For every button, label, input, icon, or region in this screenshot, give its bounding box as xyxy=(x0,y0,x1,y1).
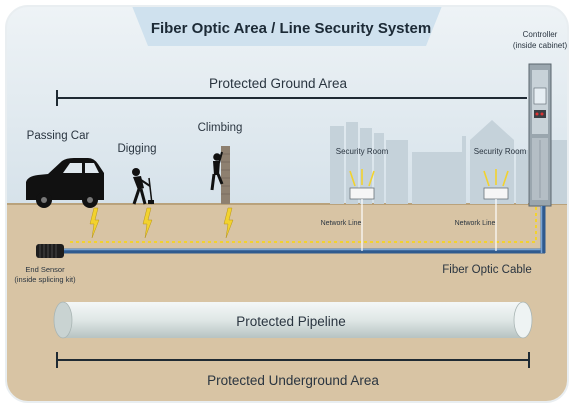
threat-label-digging: Digging xyxy=(118,143,157,155)
digging-person-silhouette xyxy=(132,168,154,205)
network-line-1-label: Network Line xyxy=(321,220,362,227)
car-silhouette xyxy=(26,158,104,208)
end-sensor-sublabel: (inside splicing kit) xyxy=(14,275,76,284)
threat-label-passing-car: Passing Car xyxy=(27,130,90,142)
underground-area-label: Protected Underground Area xyxy=(207,373,379,388)
underground-area-span xyxy=(56,352,530,368)
title-banner xyxy=(132,6,442,46)
diagram-frame xyxy=(5,5,569,403)
controller-sublabel: (inside cabinet) xyxy=(513,41,568,50)
diagram-title: Fiber Optic Area / Line Security System xyxy=(151,20,431,37)
disturbance-marks xyxy=(89,207,234,239)
climbing-wall xyxy=(221,146,230,204)
network-line-2-label: Network Line xyxy=(455,220,496,227)
end-sensor xyxy=(36,244,64,258)
security-room-1-label: Security Room xyxy=(336,147,389,156)
ground-area-span xyxy=(56,90,527,106)
security-room-1 xyxy=(349,169,375,251)
protected-pipeline xyxy=(53,301,533,339)
threat-label-climbing: Climbing xyxy=(198,122,243,134)
security-room-2 xyxy=(483,169,509,251)
security-room-2-label: Security Room xyxy=(474,147,527,156)
ground-area-label: Protected Ground Area xyxy=(209,76,348,91)
controller-label: Controller xyxy=(523,30,558,39)
fiber-optic-cable xyxy=(64,206,546,254)
diagram-canvas: Fiber Optic Area / Line Security System … xyxy=(6,6,568,402)
pipeline-label: Protected Pipeline xyxy=(236,314,346,329)
controller-cabinet xyxy=(528,63,552,207)
end-sensor-label: End Sensor xyxy=(25,265,65,274)
climbing-person-silhouette xyxy=(210,151,224,191)
fiber-optic-cable-label: Fiber Optic Cable xyxy=(442,264,531,276)
